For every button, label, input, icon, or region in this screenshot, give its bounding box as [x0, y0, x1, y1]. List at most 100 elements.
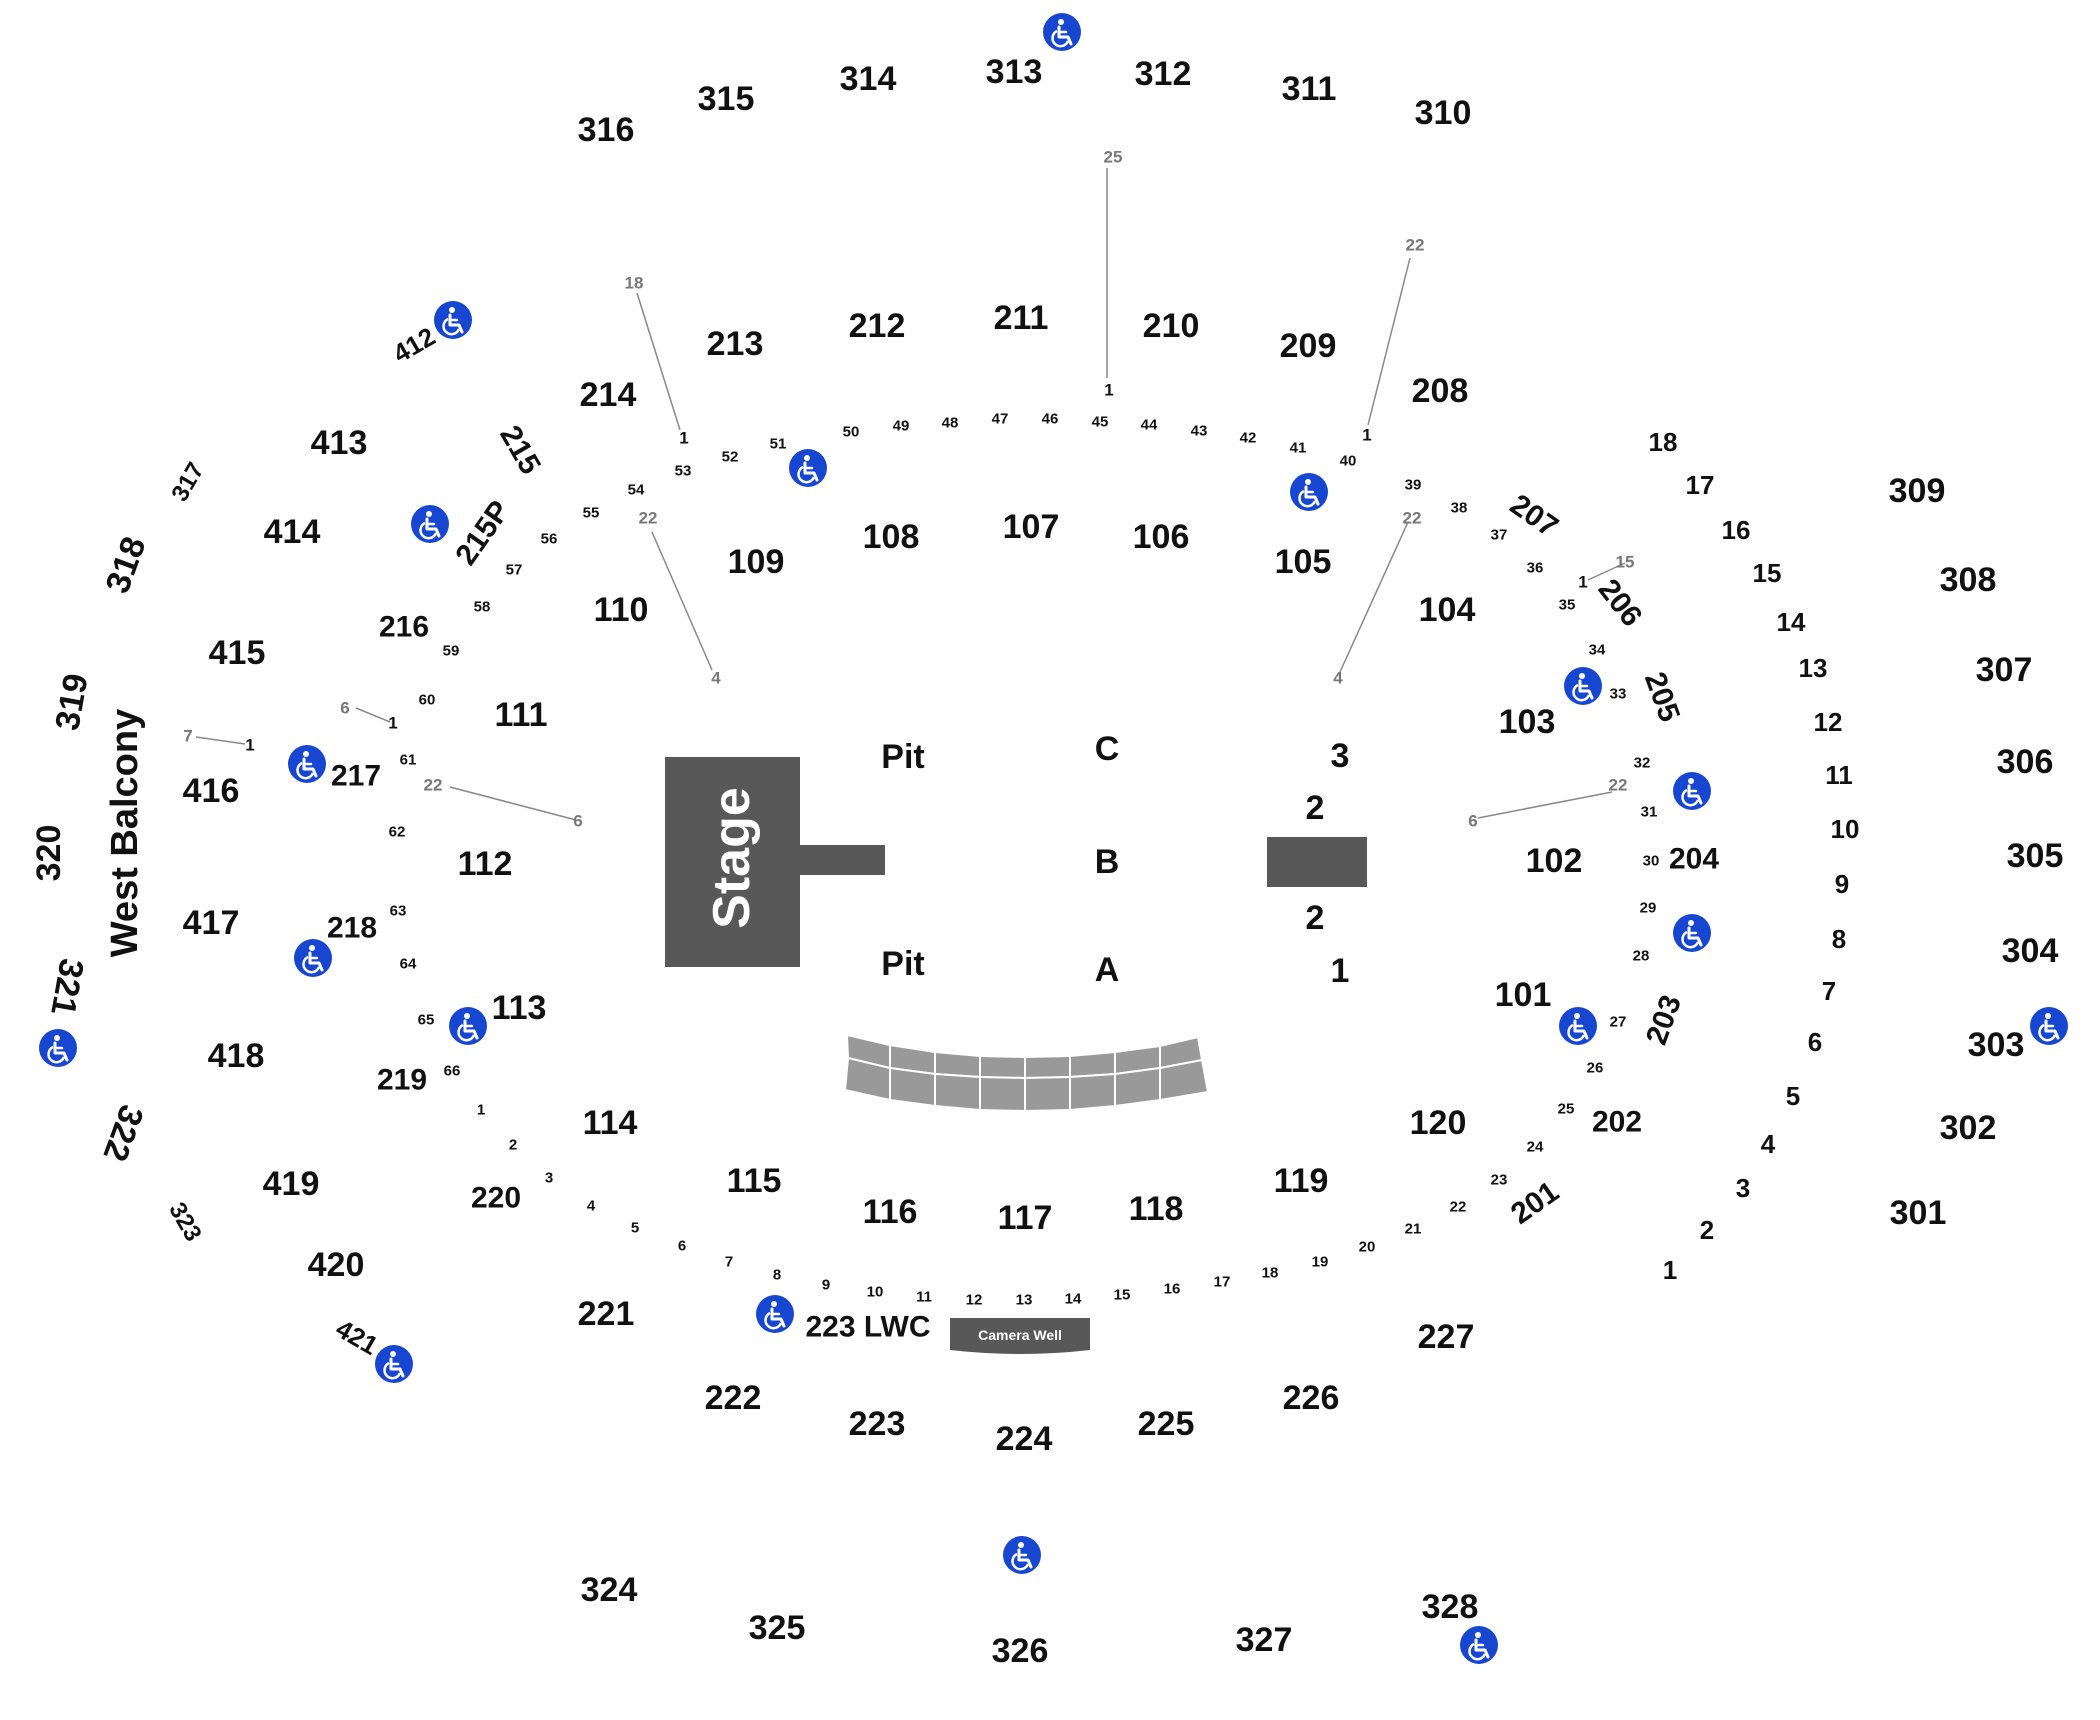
section-217: 217 — [331, 760, 381, 793]
accessible-seating — [37, 11, 2070, 1666]
east-number: 14 — [1777, 607, 1806, 637]
front-rows[interactable] — [843, 1033, 1210, 1113]
section-205: 205 — [1638, 668, 1686, 726]
wheelchair-icon[interactable] — [292, 937, 334, 979]
row-range-label: 1 — [388, 714, 397, 733]
floor-row-b[interactable]: B — [1095, 843, 1120, 881]
wheelchair-icon[interactable] — [373, 1343, 415, 1385]
rail-number: 11 — [916, 1289, 932, 1306]
row-range-label: 25 — [1104, 148, 1123, 167]
section-114: 114 — [583, 1104, 638, 1142]
floor: Pit Pit C B A 3 2 2 1 — [881, 730, 1349, 990]
svg-text:Camera Well: Camera Well — [978, 1327, 1062, 1343]
floor-pit-bottom[interactable]: Pit — [881, 945, 924, 983]
rail-number: 5 — [631, 1220, 639, 1237]
wheelchair-icon[interactable] — [1557, 1005, 1599, 1047]
section-112: 112 — [458, 845, 513, 883]
floor-row-c[interactable]: C — [1095, 730, 1120, 768]
section-211: 211 — [994, 299, 1049, 337]
section-328: 328 — [1422, 1588, 1479, 1626]
section-208: 208 — [1412, 372, 1469, 410]
row-range-label: 1 — [1578, 573, 1587, 592]
wheelchair-icon[interactable] — [447, 1005, 489, 1047]
rail-number: 2 — [509, 1137, 517, 1154]
floor-section-1[interactable]: 1 — [1331, 952, 1350, 990]
wheelchair-icon[interactable] — [2028, 1005, 2070, 1047]
floor-pit-top[interactable]: Pit — [881, 738, 924, 776]
section-104: 104 — [1419, 591, 1476, 629]
wheelchair-icon[interactable] — [754, 1293, 796, 1335]
section-215: 215 — [493, 420, 547, 480]
east-number: 15 — [1753, 558, 1782, 588]
section-106: 106 — [1133, 518, 1190, 556]
section-320: 320 — [30, 825, 68, 882]
wheelchair-icon[interactable] — [37, 1027, 79, 1069]
rail-number: 13 — [1016, 1292, 1033, 1309]
section-420: 420 — [308, 1246, 365, 1284]
wheelchair-icon[interactable] — [1001, 1534, 1043, 1576]
section-222: 222 — [705, 1379, 762, 1417]
row-range-label: 1 — [1362, 426, 1371, 445]
stage[interactable]: Stage — [665, 757, 885, 967]
row-range-label: 6 — [573, 812, 582, 831]
row-range-label: 4 — [1333, 669, 1343, 688]
section-207: 207 — [1504, 488, 1564, 544]
section-213: 213 — [707, 325, 764, 363]
sections-100[interactable]: 101 102 103 104 105 106 107 108 109 110 … — [458, 508, 1583, 1237]
section-305: 305 — [2007, 837, 2064, 875]
section-421: 421 — [331, 1313, 384, 1361]
section-322: 322 — [95, 1100, 150, 1166]
east-number: 10 — [1831, 814, 1860, 844]
wheelchair-icon[interactable] — [409, 503, 451, 545]
section-224: 224 — [996, 1420, 1053, 1458]
east-number: 2 — [1700, 1215, 1714, 1245]
rail-number: 41 — [1290, 440, 1307, 457]
rail-number: 54 — [628, 482, 645, 499]
section-318: 318 — [98, 532, 153, 598]
wheelchair-icon[interactable] — [787, 447, 829, 489]
east-number: 3 — [1736, 1173, 1750, 1203]
sections-400[interactable]: 412 413 414 415 416 417 418 419 420 421 — [183, 321, 441, 1361]
floor-section-2-bottom[interactable]: 2 — [1306, 899, 1325, 937]
section-303: 303 — [1968, 1026, 2025, 1064]
section-413: 413 — [311, 424, 368, 462]
section-118: 118 — [1129, 1190, 1184, 1228]
sections-200[interactable]: 201 202 203 204 205 206 207 208 209 210 … — [327, 299, 1719, 1458]
floor-section-2-top[interactable]: 2 — [1306, 789, 1325, 827]
section-116: 116 — [863, 1193, 918, 1231]
rail-number: 24 — [1527, 1139, 1544, 1156]
wheelchair-icon[interactable] — [432, 299, 474, 341]
section-317: 317 — [166, 458, 209, 506]
wheelchair-icon[interactable] — [286, 743, 328, 785]
rail-number: 58 — [474, 599, 491, 616]
row-range-label: 6 — [1468, 812, 1477, 831]
section-309: 309 — [1889, 472, 1946, 510]
section-301: 301 — [1890, 1194, 1947, 1232]
row-range-label: 18 — [625, 274, 644, 293]
section-225: 225 — [1138, 1405, 1195, 1443]
rail-number: 37 — [1491, 527, 1508, 544]
wheelchair-icon[interactable] — [1041, 11, 1083, 53]
floor-section-3[interactable]: 3 — [1331, 737, 1350, 775]
section-212: 212 — [849, 307, 906, 345]
wheelchair-icon[interactable] — [1671, 912, 1713, 954]
section-223-lwc: 223 LWC — [805, 1311, 930, 1344]
section-218: 218 — [327, 912, 377, 945]
rail-number: 44 — [1141, 417, 1158, 434]
rail-number: 43 — [1191, 423, 1208, 440]
wheelchair-icon[interactable] — [1458, 1624, 1500, 1666]
section-311: 311 — [1282, 70, 1337, 108]
rail-number: 39 — [1405, 477, 1422, 494]
section-314: 314 — [840, 60, 897, 98]
row-range-label: 4 — [711, 669, 721, 688]
floor-row-a[interactable]: A — [1095, 951, 1120, 989]
rail-number: 50 — [843, 424, 860, 441]
row-range-labels: 25 1 22 1 18 1 22 4 22 4 6 1 7 1 22 6 22… — [183, 148, 1634, 831]
wheelchair-icon[interactable] — [1562, 665, 1604, 707]
rail-number: 35 — [1559, 597, 1576, 614]
rail-number: 17 — [1214, 1274, 1231, 1291]
rail-number: 45 — [1092, 414, 1109, 431]
wheelchair-icon[interactable] — [1671, 770, 1713, 812]
wheelchair-icon[interactable] — [1288, 471, 1330, 513]
rail-number: 31 — [1641, 804, 1658, 821]
